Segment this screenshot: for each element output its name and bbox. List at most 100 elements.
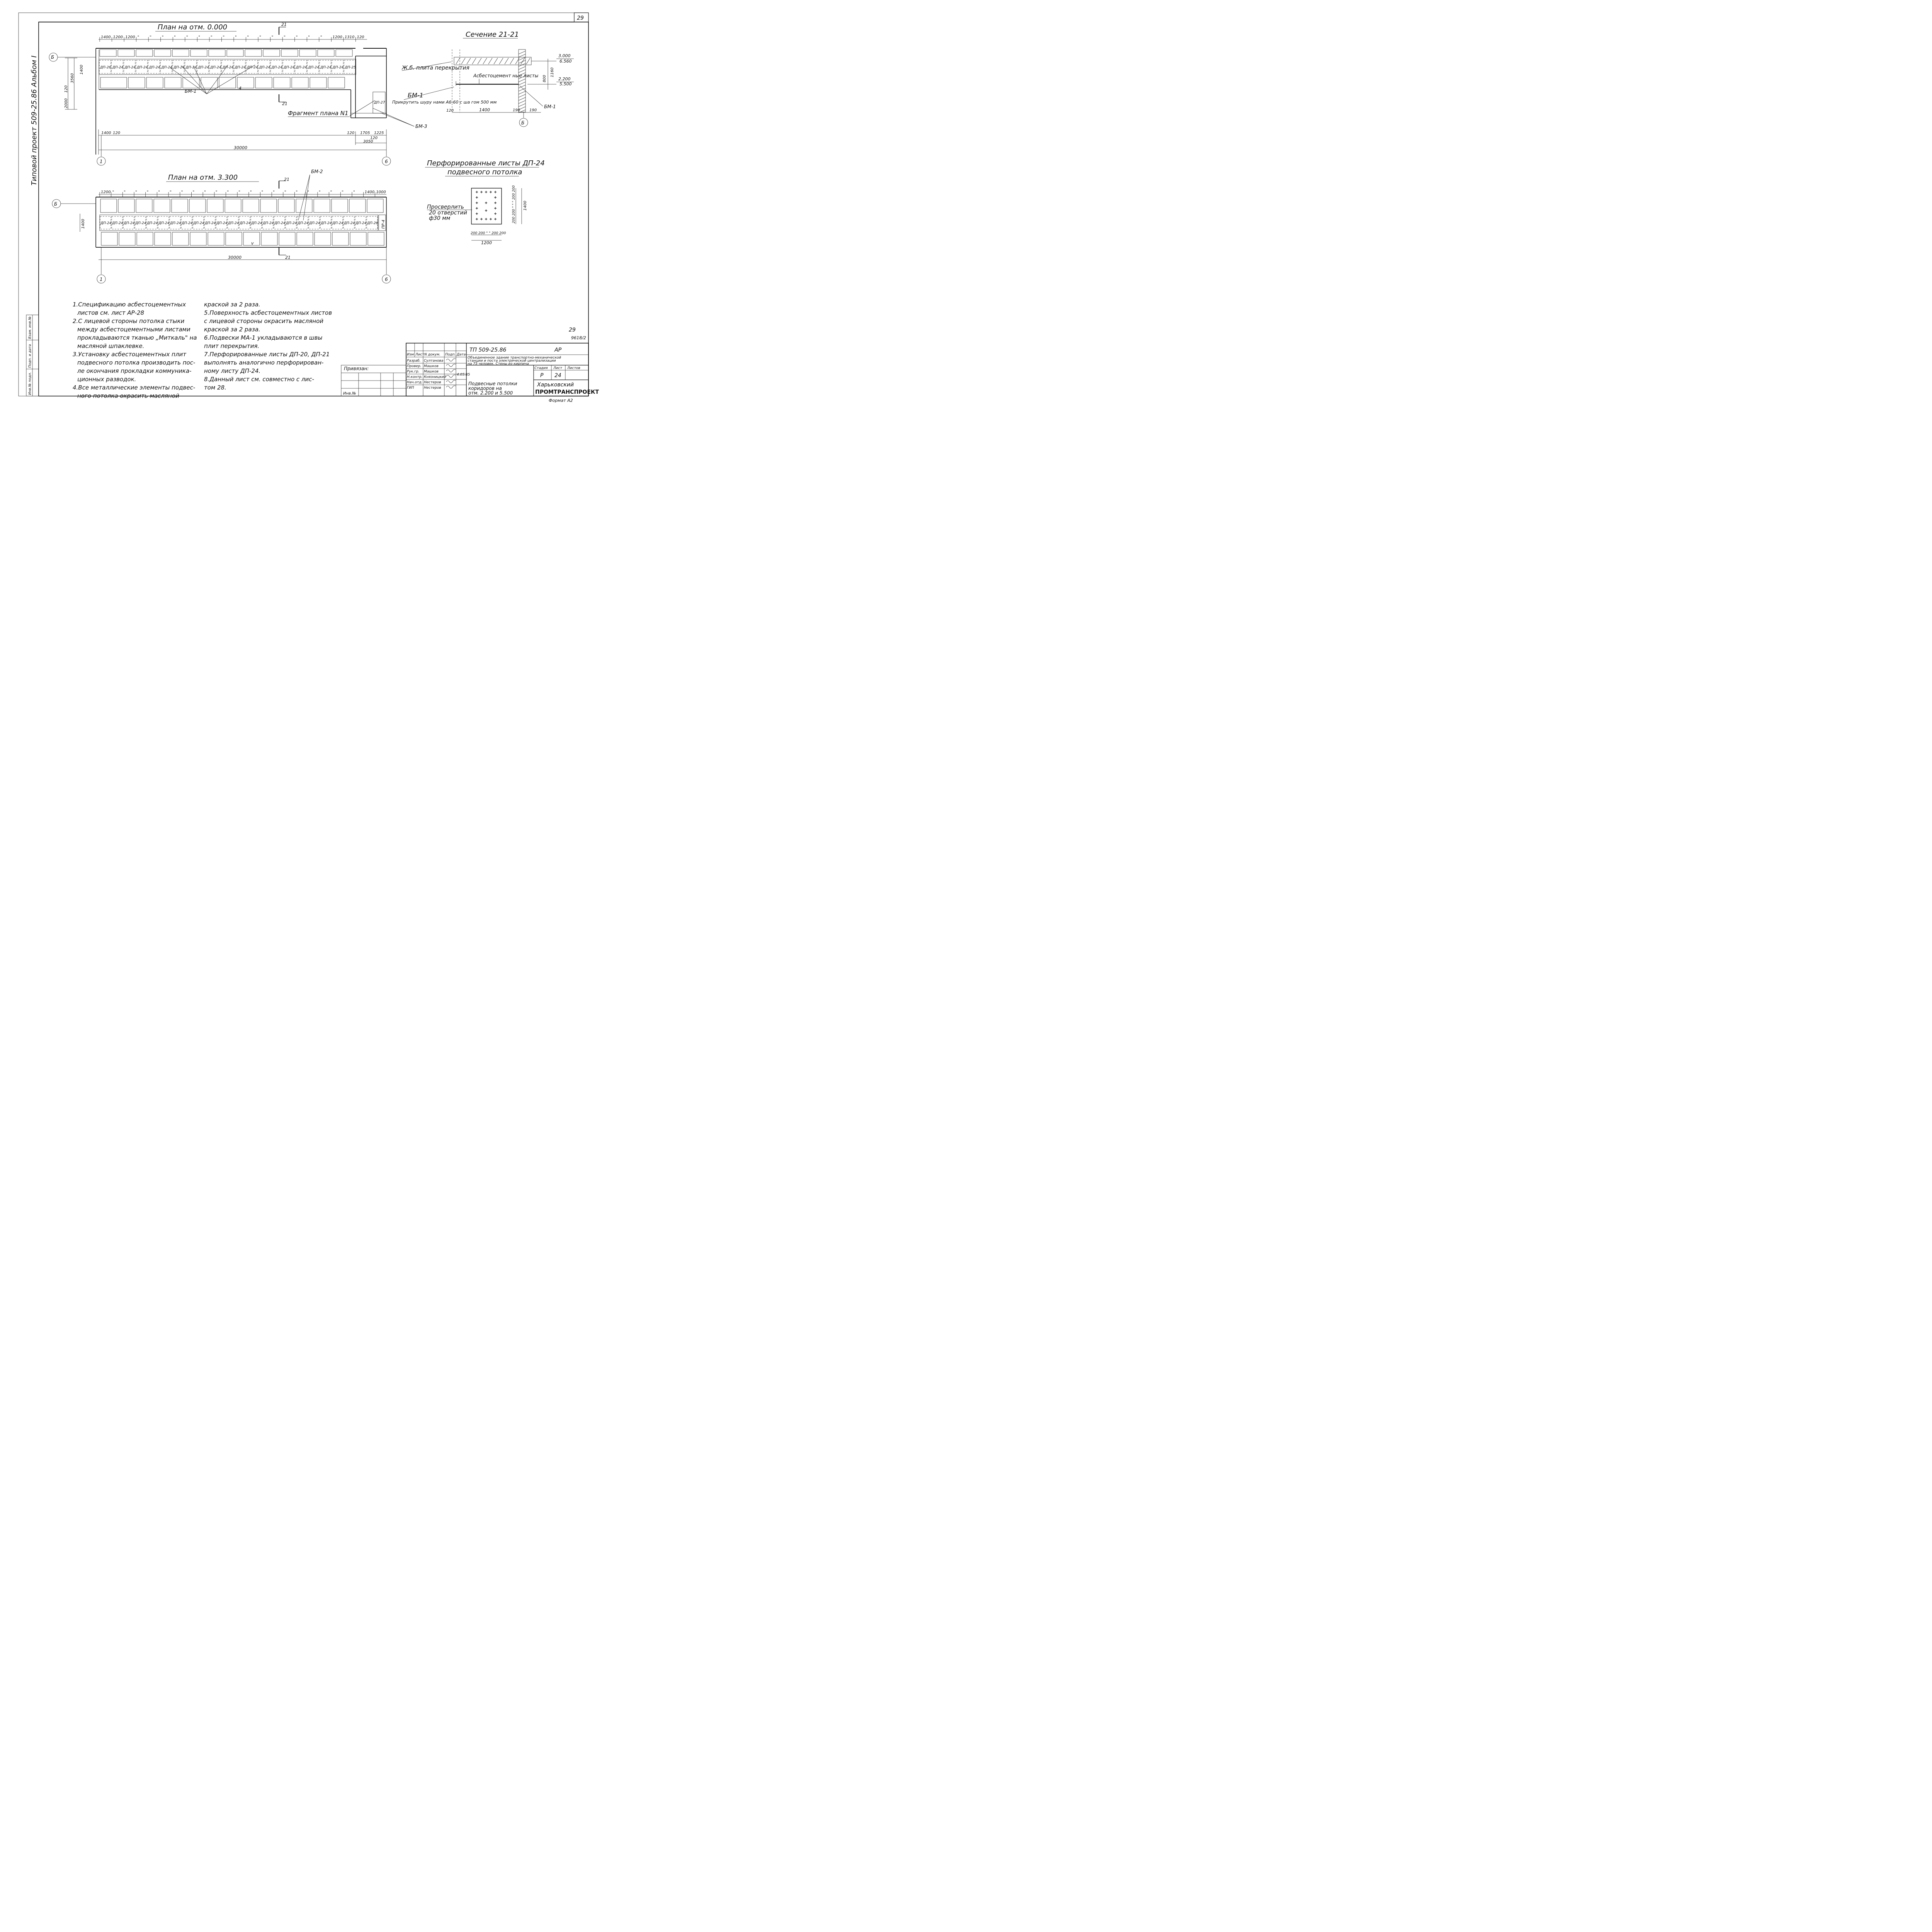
ceiling-panel (169, 216, 181, 230)
ceiling-panel (100, 216, 111, 230)
stage-val-1: Р (540, 372, 544, 379)
ceiling-panel-label: ДП-24 (136, 66, 148, 70)
bdim-3050: 3050 (363, 139, 373, 144)
note-v-mark: v (251, 241, 254, 246)
bdim-1705: 1705 (360, 131, 370, 135)
axis-1-0: 1 (100, 159, 103, 164)
stamp-header: Подп. (445, 353, 456, 357)
ceiling-panel (343, 216, 355, 230)
ceiling-panel-label: ДП-24 (193, 221, 204, 225)
wall-hatch (518, 66, 526, 70)
ceiling-panel (221, 60, 233, 74)
signature (446, 358, 456, 362)
ceiling-panel (197, 60, 209, 74)
upper-slab (367, 199, 384, 213)
plan-33-title: План на отм. 3.300 (168, 173, 238, 182)
signature (446, 364, 456, 367)
note-line: 4.Все металлические элементы подвес- (73, 384, 195, 391)
wall-hatch (518, 100, 526, 104)
ceiling-panel-label: ДП-26 (100, 66, 111, 70)
stamp-archive-num: 9618/2 (571, 335, 586, 340)
lower-slab (225, 232, 242, 246)
bdim-120b: 120 (347, 131, 354, 135)
ceiling-panel (136, 60, 148, 74)
perf-right-total: 1400 (523, 201, 527, 211)
lower-slab (350, 232, 367, 246)
ceiling-panel (258, 60, 270, 74)
stamp-name: Машков (424, 364, 439, 368)
lower-slab (237, 77, 254, 88)
bdim-30000-33: 30000 (228, 255, 242, 260)
lower-slab (207, 232, 224, 246)
wall-hatch (518, 72, 526, 76)
ceiling-panel-label: ДП-24 (320, 221, 332, 225)
ceiling-panel (158, 216, 169, 230)
end-panel-pr4: ПР-4 (381, 219, 386, 229)
top-dim-label: " (150, 35, 151, 39)
ceiling-panel-label: ДП-24 (204, 221, 216, 225)
ceiling-panel-label: ДП-24 (251, 221, 262, 225)
top-dim-label: " (216, 190, 218, 194)
inv-label: Инв.№ (343, 391, 356, 396)
upper-slab (100, 199, 117, 213)
description-2: станции и поста электрической централиза… (468, 359, 556, 363)
level-3000: 3.000 (558, 53, 571, 58)
stamp-header: Лист (415, 353, 425, 357)
ceiling-panel (307, 60, 319, 74)
top-dim-label: " (273, 190, 275, 194)
ceiling-panel (123, 60, 136, 74)
ceiling-panel-label: ДП-24 (158, 221, 170, 225)
slab-hatch (510, 58, 514, 65)
slab-hatch (526, 58, 531, 65)
lower-slab (243, 232, 260, 246)
top-dim-label: " (135, 190, 137, 194)
top-dim-label: 1200 (101, 190, 111, 194)
sec-dim-1400: 1400 (479, 107, 490, 112)
ceiling-panel-label: ДП-24 (124, 66, 136, 70)
stamp-role: ГИП (407, 386, 414, 390)
org-name: ПРОМТРАНСПРОЕКТ (535, 389, 599, 395)
note-line: 8.Данный лист см. совместно с лис- (204, 376, 314, 383)
wall-hatch (518, 103, 526, 107)
plan-3-300: План на отм. 3.300 БМ-2 21 21 1200""""""… (52, 169, 391, 284)
stamp-name: Султанова (424, 359, 443, 363)
note-line: 6.Подвески МА-1 укладываются в швы (204, 334, 322, 341)
top-dim-label: " (112, 190, 114, 194)
top-dim-label: 1200 (332, 35, 342, 39)
ceiling-panel-label: ДП-26 (367, 221, 378, 225)
section-axis-b: Б (521, 120, 524, 126)
upper-slab (226, 49, 244, 57)
ceiling-panel-label: ДП-24 (332, 221, 344, 225)
ceiling-panel (111, 60, 123, 74)
top-dim-label: " (296, 190, 298, 194)
privyazan-label: Привязан: (344, 366, 369, 371)
perf-right-dims: 200 200 " " " 200 200 (512, 185, 516, 223)
lower-slab (367, 232, 384, 246)
wall-hatch (518, 97, 526, 101)
lower-slab (146, 77, 163, 88)
wall-hatch (518, 91, 526, 95)
top-dim-label: " (284, 35, 286, 39)
ceiling-panel-label: ДП-24 (239, 221, 251, 225)
stamp-header: Изм (407, 353, 414, 357)
upper-slab (331, 199, 348, 213)
upper-slab (190, 49, 207, 57)
stamp-role: Нач.отд. (407, 381, 422, 384)
ceiling-panel-label: ДП-24 (216, 221, 228, 225)
lower-slab (164, 77, 182, 88)
upper-slab (263, 49, 280, 57)
left-dim-1400-0: 1400 (80, 65, 84, 75)
ceiling-panel-label: ДП-24 (100, 221, 112, 225)
corner-sheet-number: 29 (577, 15, 584, 21)
ceiling-panel (274, 216, 285, 230)
ceiling-panel-label: ДП-24 (112, 221, 123, 225)
ceiling-panel-label: ДП-24 (228, 221, 239, 225)
top-dim-label: 1200 (113, 35, 123, 39)
upper-slab (317, 49, 335, 57)
slab-hatch (488, 58, 493, 65)
upper-slab (207, 199, 224, 213)
section-bm1-note: Прикрутить шуру нами А6-60 с ша гом 500 … (392, 100, 497, 105)
ceiling-panel-label: ДП-24 (112, 66, 124, 70)
stage-val-2: 24 (554, 372, 561, 379)
upper-slab (172, 49, 189, 57)
